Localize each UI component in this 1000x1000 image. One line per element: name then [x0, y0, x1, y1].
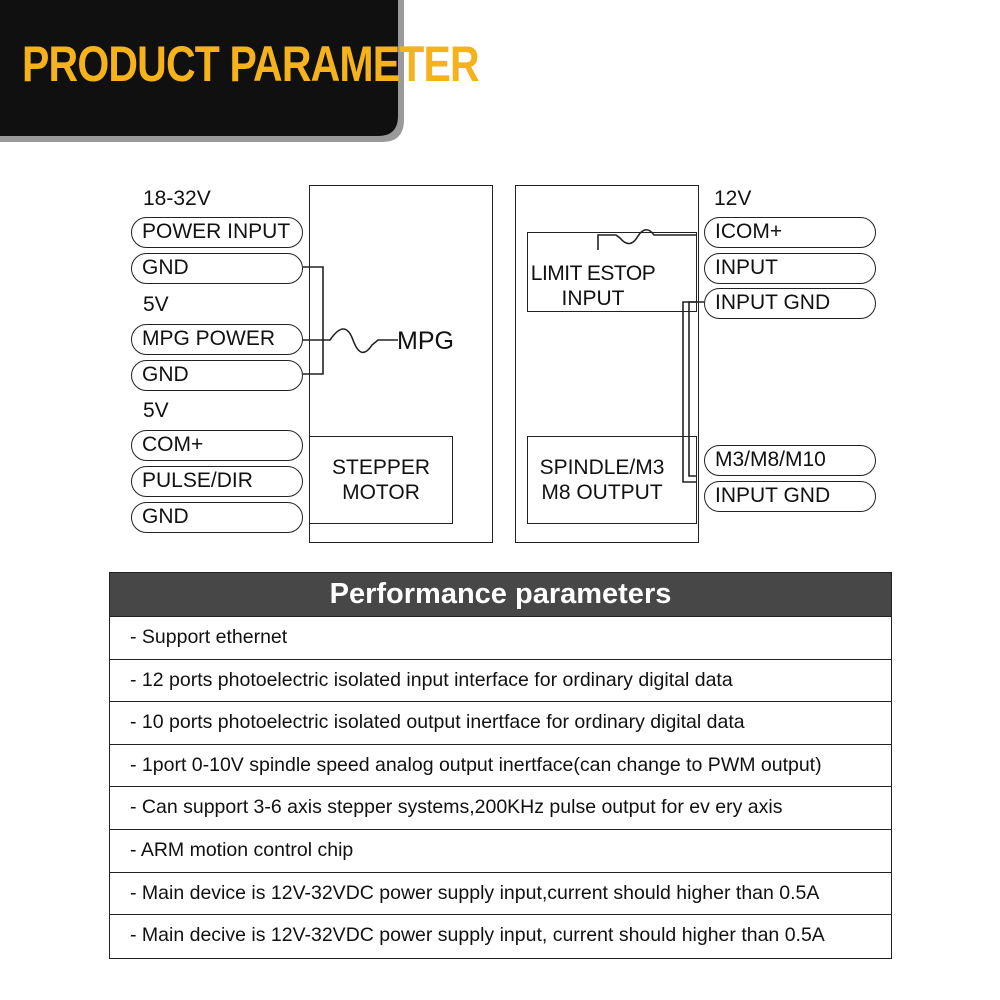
- pin-m3-m8-m10: M3/M8/M10: [704, 445, 876, 476]
- header-banner: PRODUCT PARAMETER: [0, 0, 1000, 150]
- mpg-voltage-label: 5V: [143, 293, 169, 316]
- spindle-box-line1: SPINDLE/M3: [539, 456, 665, 479]
- mpg-label: MPG: [397, 327, 454, 355]
- performance-table: Performance parameters - Support etherne…: [109, 572, 892, 959]
- limit-box-line1: LIMIT ESTOP: [530, 262, 656, 285]
- power-voltage-label: 18-32V: [143, 187, 211, 210]
- table-row: - 1port 0-10V spindle speed analog outpu…: [110, 745, 891, 788]
- pin-com-plus: COM+: [131, 430, 303, 461]
- table-row: - ARM motion control chip: [110, 830, 891, 873]
- stepper-box-line1: STEPPER: [331, 456, 431, 479]
- table-row: - Main device is 12V-32VDC power supply …: [110, 873, 891, 916]
- performance-title: Performance parameters: [110, 573, 891, 617]
- pin-mpg-power: MPG POWER: [131, 324, 303, 355]
- pin-input-gnd-top: INPUT GND: [704, 288, 876, 319]
- page-title: PRODUCT PARAMETER: [22, 36, 480, 92]
- motor-voltage-label: 5V: [143, 399, 169, 422]
- limit-box-line2: INPUT: [561, 287, 625, 310]
- banner-shape: [0, 0, 404, 142]
- pin-input: INPUT: [704, 253, 876, 284]
- pin-power-input: POWER INPUT: [131, 217, 303, 248]
- stepper-motor-box: [309, 436, 453, 524]
- table-row: - Support ethernet: [110, 617, 891, 660]
- table-row: - 12 ports photoelectric isolated input …: [110, 660, 891, 703]
- wiring-lines: [281, 228, 704, 483]
- pin-icom-plus: ICOM+: [704, 217, 876, 248]
- right-controller-box: [515, 185, 699, 543]
- table-row: - 10 ports photoelectric isolated output…: [110, 702, 891, 745]
- spindle-output-box: [527, 436, 697, 524]
- pin-input-gnd-bottom: INPUT GND: [704, 481, 876, 512]
- left-controller-box: [309, 185, 493, 543]
- pin-pulse-dir: PULSE/DIR: [131, 466, 303, 497]
- pin-gnd-motor: GND: [131, 502, 303, 533]
- input-voltage-label: 12V: [714, 187, 752, 210]
- pin-gnd-power: GND: [131, 253, 303, 284]
- pin-gnd-mpg: GND: [131, 360, 303, 391]
- spindle-box-line2: M8 OUTPUT: [541, 481, 663, 504]
- table-row: - Main decive is 12V-32VDC power supply …: [130, 924, 825, 947]
- table-row: - Can support 3-6 axis stepper systems,2…: [110, 787, 891, 830]
- limit-estop-box: [527, 232, 697, 312]
- stepper-box-line2: MOTOR: [342, 481, 420, 504]
